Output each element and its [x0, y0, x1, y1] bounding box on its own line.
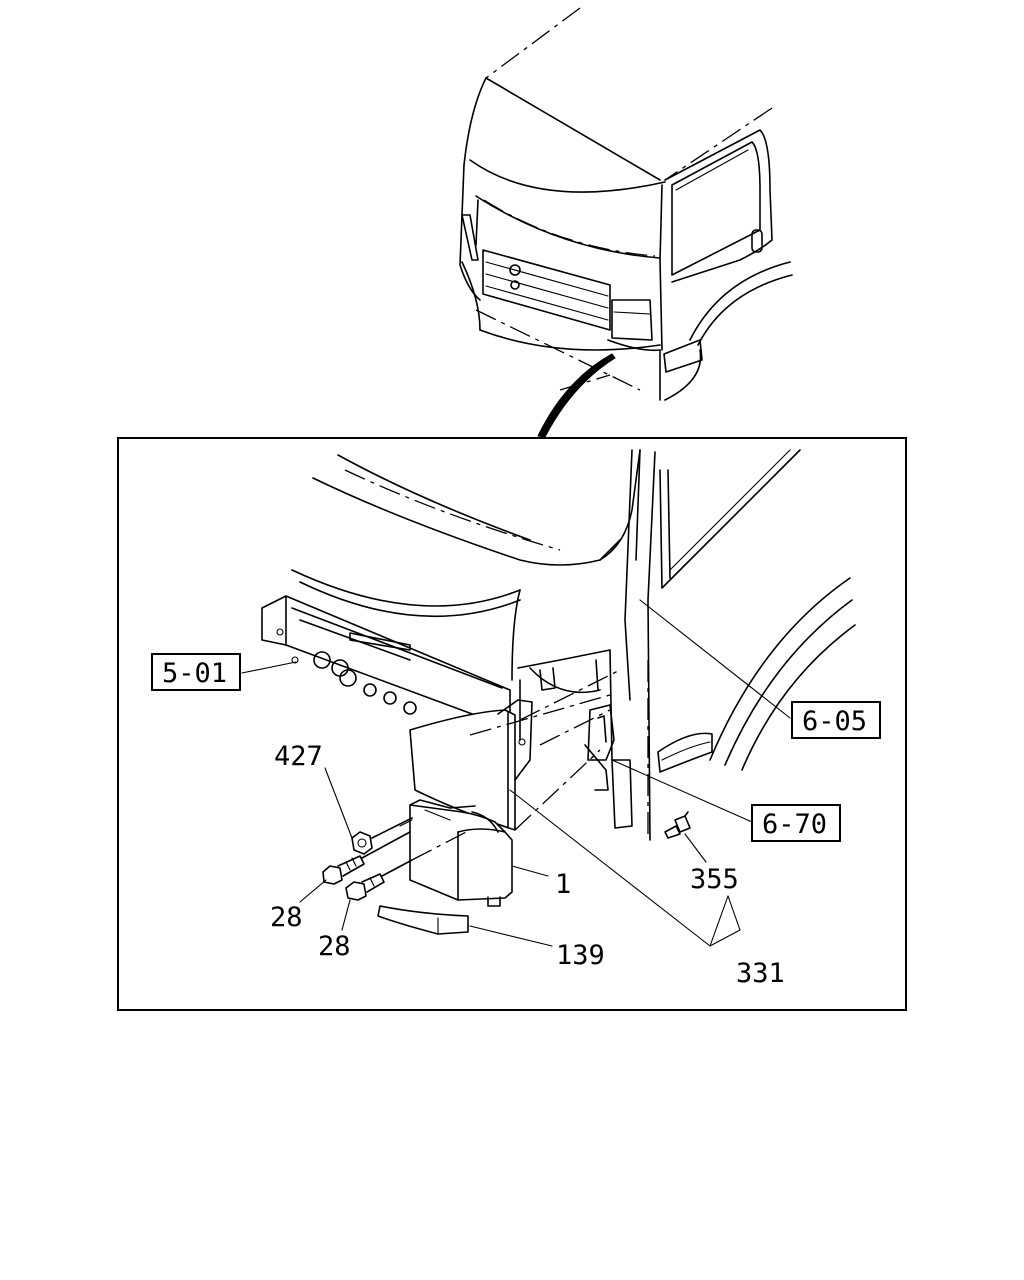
truck-cab-overview	[459, 7, 793, 401]
detail-frame	[117, 437, 907, 1011]
detail-view	[261, 449, 856, 935]
label-6-70: 6-70	[762, 809, 827, 840]
callout-6-05[interactable]: 6-05	[791, 701, 881, 739]
label-6-05: 6-05	[802, 706, 867, 737]
label-331[interactable]: 331	[736, 958, 785, 989]
label-139[interactable]: 139	[556, 940, 605, 971]
label-355[interactable]: 355	[690, 864, 739, 895]
leader-lines	[241, 599, 791, 947]
callout-6-70[interactable]: 6-70	[751, 804, 841, 842]
callout-5-01[interactable]: 5-01	[151, 653, 241, 691]
label-28-lower[interactable]: 28	[318, 931, 351, 962]
label-1[interactable]: 1	[555, 869, 571, 900]
label-28-upper[interactable]: 28	[270, 902, 303, 933]
detail-pointer	[537, 353, 616, 438]
label-427[interactable]: 427	[274, 741, 323, 772]
label-5-01: 5-01	[162, 658, 227, 689]
